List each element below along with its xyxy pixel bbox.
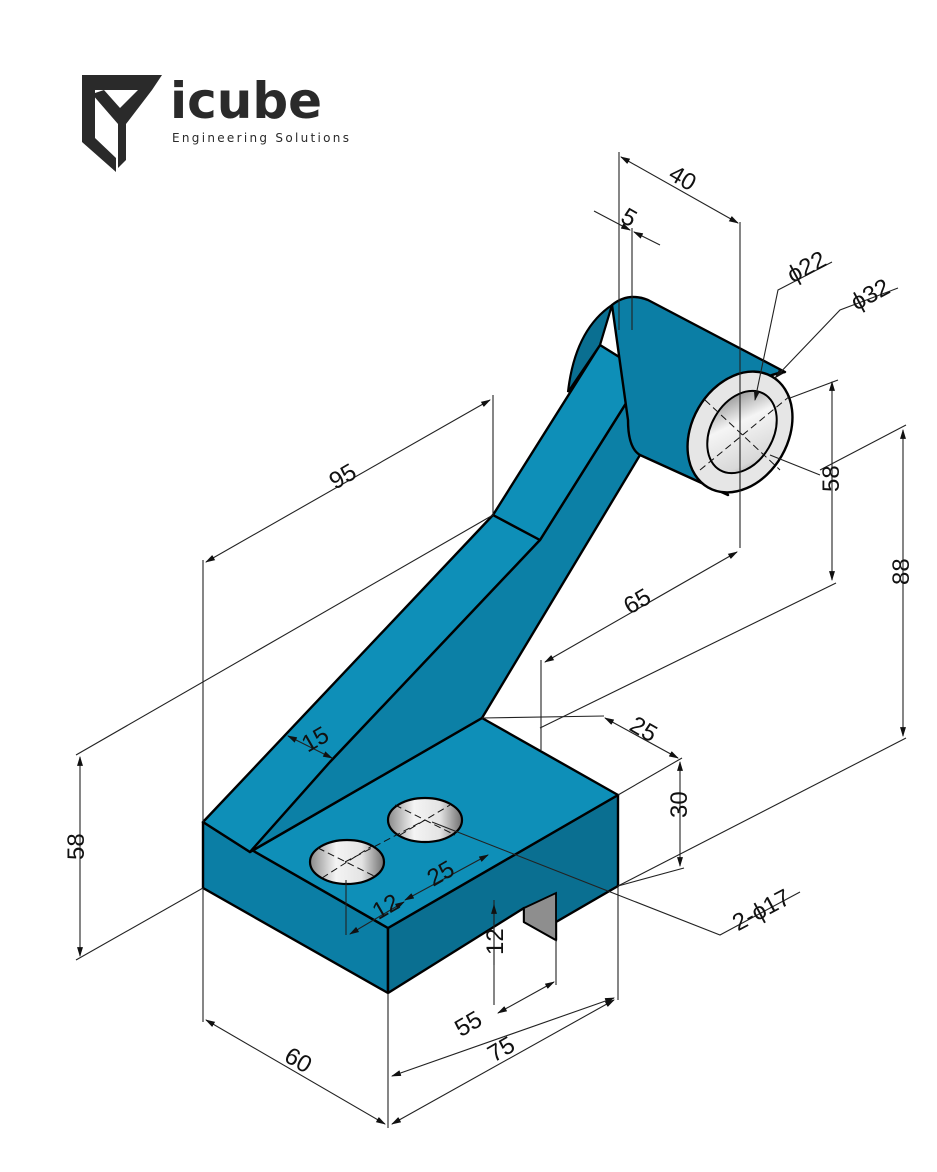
boss-back-rim bbox=[566, 302, 614, 393]
boss-bore bbox=[706, 389, 778, 475]
dim-12-slot: 12 bbox=[482, 928, 509, 955]
hole-centerlines bbox=[317, 395, 791, 879]
brand-logo: icube Engineering Solutions bbox=[82, 72, 351, 172]
dim-58-right: 58 bbox=[818, 465, 845, 492]
dim-phi22: ϕ22 bbox=[783, 246, 831, 289]
dim-5: 5 bbox=[616, 203, 641, 233]
dim-hole-note: 2-ϕ17 bbox=[728, 884, 795, 937]
dim-60: 60 bbox=[280, 1042, 317, 1079]
dim-30: 30 bbox=[666, 791, 693, 818]
dim-55: 55 bbox=[450, 1006, 487, 1043]
dim-phi32: ϕ32 bbox=[846, 274, 894, 317]
logo-wordmark: icube bbox=[170, 72, 322, 130]
logo-mark-icon bbox=[82, 75, 162, 172]
dim-95: 95 bbox=[325, 459, 362, 496]
logo-tagline: Engineering Solutions bbox=[172, 131, 351, 145]
part-model bbox=[201, 295, 794, 995]
dim-75: 75 bbox=[483, 1031, 520, 1068]
dim-88: 88 bbox=[888, 558, 915, 585]
dim-25-side: 25 bbox=[625, 711, 662, 748]
dim-40: 40 bbox=[664, 160, 701, 197]
dim-58-left: 58 bbox=[63, 833, 90, 860]
dimension-lines bbox=[75, 152, 907, 1128]
dim-65: 65 bbox=[619, 583, 656, 620]
base-hole-front bbox=[308, 838, 386, 886]
